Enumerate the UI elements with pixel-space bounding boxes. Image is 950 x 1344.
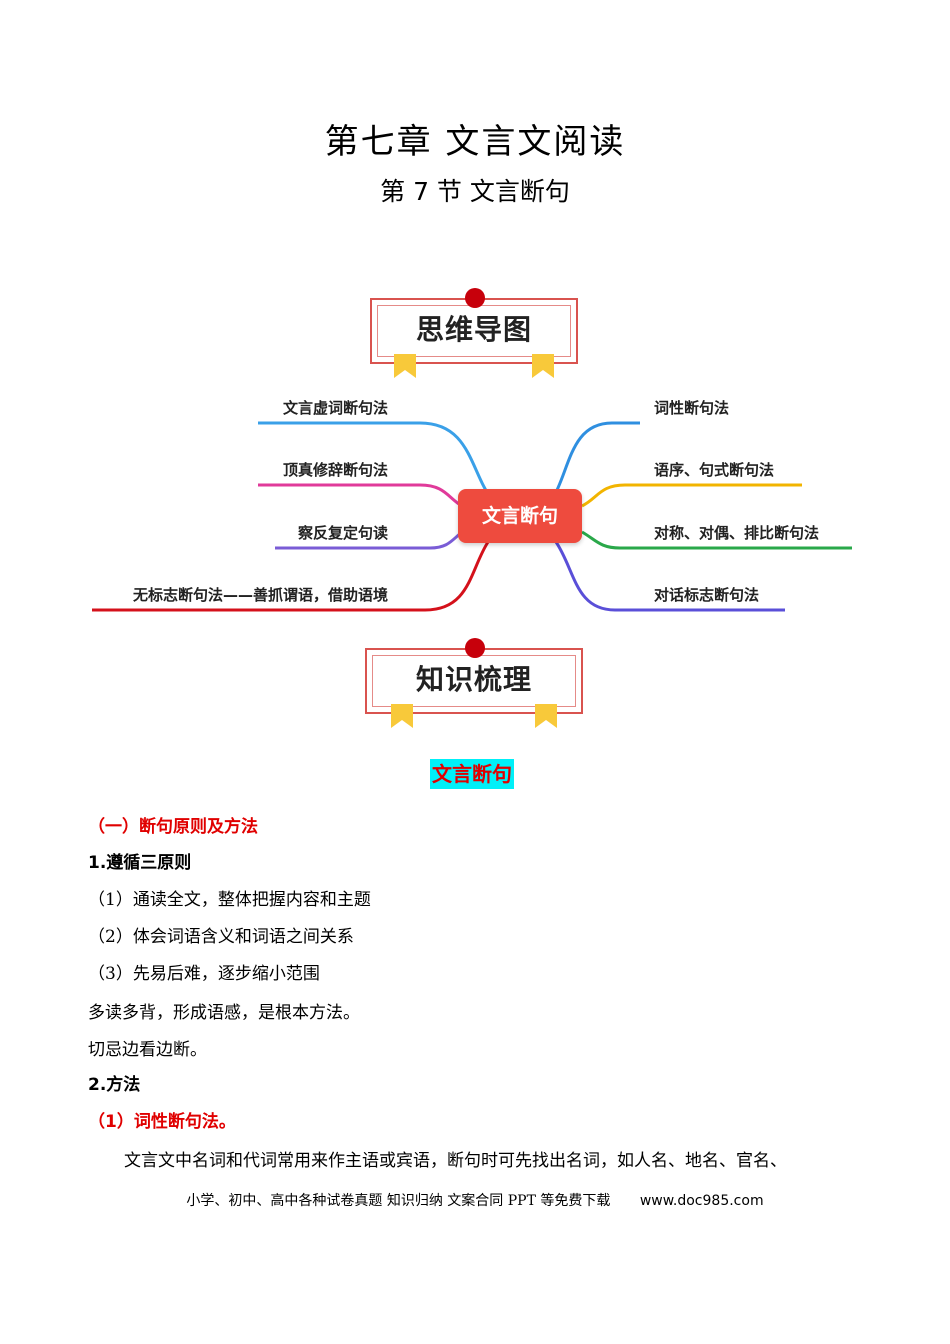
part1-heading: （一）断句原则及方法 (88, 817, 258, 837)
highlight-title: 文言断句 (430, 759, 514, 789)
branch-line (550, 421, 640, 501)
branch-line (581, 483, 802, 508)
note-text: 切忌边看边断。 (88, 1040, 207, 1060)
item2-heading: 2.方法 (88, 1075, 141, 1095)
branch-label-right-4: 对话标志断句法 (654, 586, 759, 604)
banner-dot-icon (465, 638, 485, 658)
knowledge-banner-label: 知识梳理 (415, 663, 532, 696)
branch-label-left-2: 顶真修辞断句法 (283, 461, 388, 479)
branch-label-right-2: 语序、句式断句法 (654, 461, 774, 479)
ribbon-icon (532, 354, 554, 378)
branch-label-right-3: 对称、对偶、排比断句法 (654, 524, 819, 542)
ribbon-icon (535, 704, 557, 728)
branch-label-left-1: 文言虚词断句法 (283, 399, 388, 417)
branch-line (258, 483, 463, 508)
principle-item: （2）体会词语含义和词语之间关系 (88, 927, 354, 947)
ribbon-icon (391, 704, 413, 728)
branch-label-left-4: 无标志断句法——善抓谓语，借助语境 (132, 586, 388, 604)
branch-line (258, 421, 494, 501)
branch-label-left-3: 察反复定句读 (297, 524, 388, 542)
item1-heading: 1.遵循三原则 (88, 853, 192, 873)
branch-line (92, 541, 490, 612)
ribbon-icon (394, 354, 416, 378)
banner-dot-icon (465, 288, 485, 308)
mindmap-diagram: 文言虚词断句法 顶真修辞断句法 察反复定句读 无标志断句法——善抓谓语，借助语境… (92, 399, 852, 612)
branch-label-right-1: 词性断句法 (654, 399, 729, 417)
note-text: 多读多背，形成语感，是根本方法。 (88, 1003, 360, 1023)
principle-item: （1）通读全文，整体把握内容和主题 (88, 890, 371, 910)
mindmap-center-node: 文言断句 (458, 489, 582, 543)
knowledge-banner: 知识梳理 (365, 638, 583, 728)
footer-text: 小学、初中、高中各种试卷真题 知识归纳 文案合同 PPT 等免费下载 (186, 1193, 611, 1209)
section-title: 第 7 节 文言断句 (380, 177, 570, 206)
branch-line (581, 530, 852, 550)
page-footer: 小学、初中、高中各种试卷真题 知识归纳 文案合同 PPT 等免费下载 www.d… (0, 1190, 950, 1212)
method1-text: 文言文中名词和代词常用来作主语或宾语，断句时可先找出名词，如人名、地名、官名、 (124, 1151, 787, 1171)
mindmap-banner-label: 思维导图 (415, 313, 532, 346)
method1-heading: （1）词性断句法。 (88, 1112, 236, 1132)
mindmap-banner: 思维导图 (370, 288, 582, 378)
principle-item: （3）先易后难，逐步缩小范围 (88, 964, 320, 984)
chapter-title: 第七章 文言文阅读 (324, 122, 626, 162)
footer-site-link[interactable]: www.doc985.com (639, 1193, 764, 1209)
branch-line (554, 541, 785, 612)
